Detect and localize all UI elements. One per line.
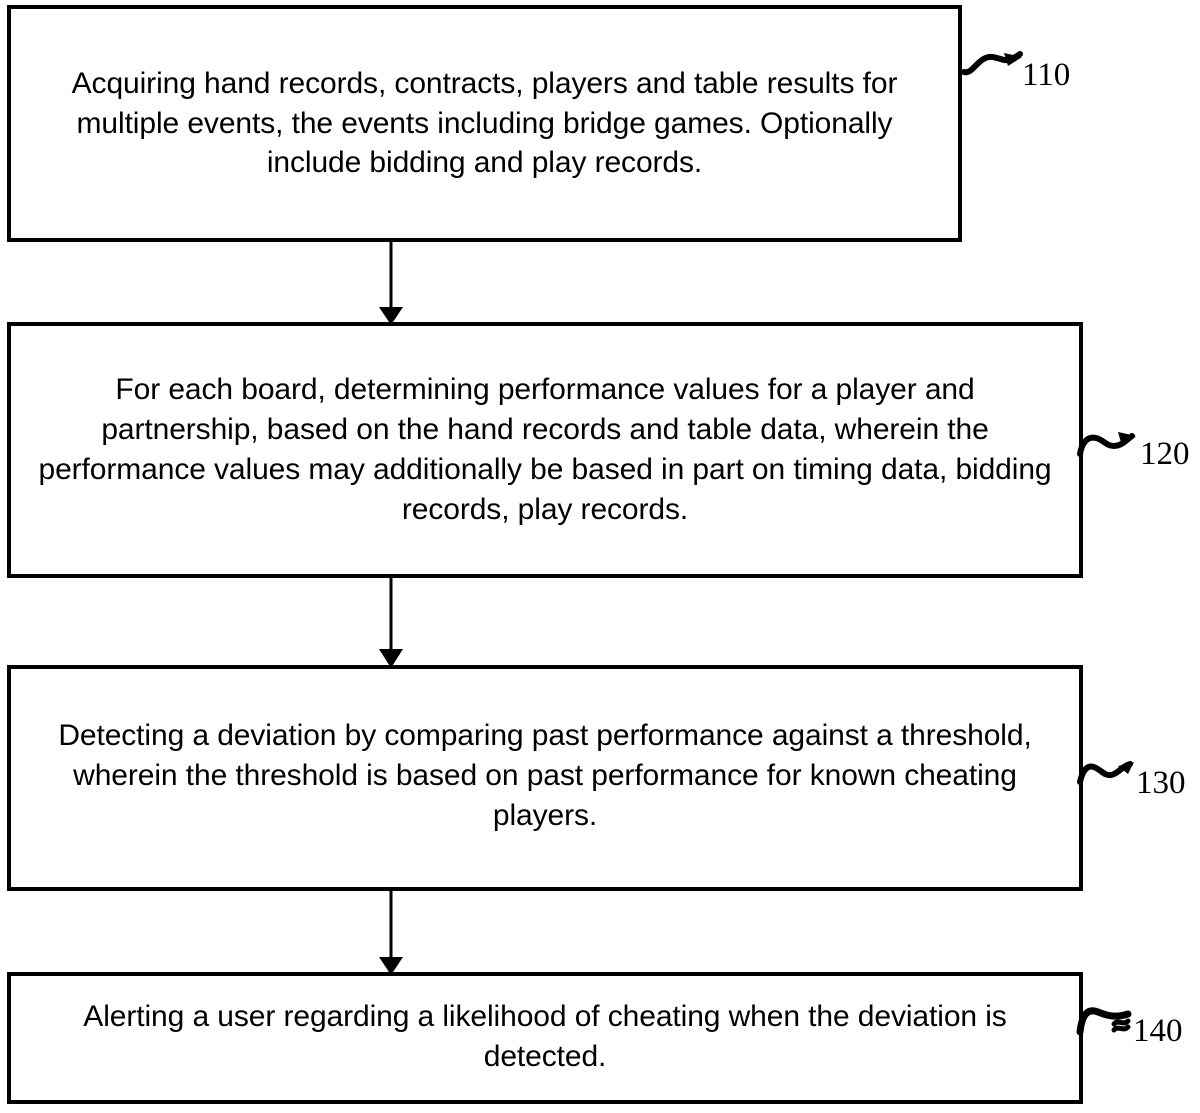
reference-numeral-110: 110: [1022, 57, 1071, 93]
reference-numeral-130: 130: [1136, 765, 1186, 801]
process-box-140: Alerting a user regarding a likelihood o…: [7, 972, 1083, 1104]
leader-squiggle-110: [961, 51, 1023, 76]
process-box-140-text: Alerting a user regarding a likelihood o…: [83, 1000, 1007, 1073]
leader-squiggle-120: [1077, 432, 1136, 457]
process-box-130: Detecting a deviation by comparing past …: [7, 665, 1083, 891]
process-box-110: Acquiring hand records, contracts, playe…: [7, 5, 962, 242]
leader-squiggle-130: [1077, 761, 1134, 785]
process-box-120-text: For each board, determining performance …: [38, 373, 1052, 526]
process-box-130-text: Detecting a deviation by comparing past …: [58, 719, 1032, 832]
reference-numeral-140: 140: [1133, 1013, 1183, 1049]
reference-numeral-120: 120: [1140, 436, 1190, 472]
process-box-120: For each board, determining performance …: [7, 322, 1083, 578]
leader-squiggle-140: [1076, 1007, 1132, 1036]
process-box-110-text: Acquiring hand records, contracts, playe…: [71, 66, 898, 180]
